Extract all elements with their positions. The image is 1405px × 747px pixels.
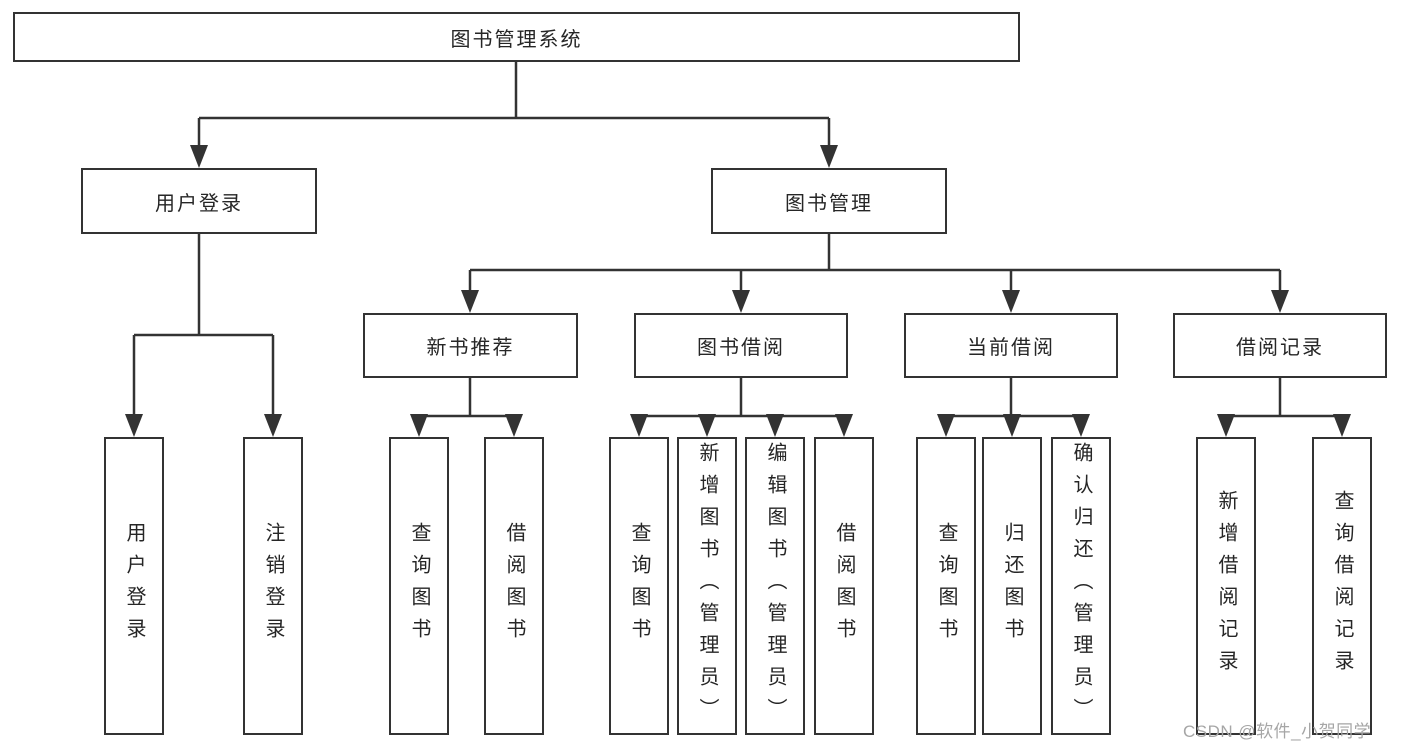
- leaf-borrow-books-recommend: 借阅图书: [484, 437, 544, 735]
- leaf-logout: 注销登录: [243, 437, 303, 735]
- leaf-query-borrow-record-label: 查询借阅记录: [1331, 490, 1353, 682]
- node-book-management-label: 图书管理: [785, 192, 873, 215]
- leaf-add-borrow-record-label: 新增借阅记录: [1215, 490, 1237, 682]
- leaf-user-login-label: 用户登录: [123, 522, 145, 650]
- node-user-login-label: 用户登录: [155, 192, 243, 215]
- node-book-management: 图书管理: [711, 168, 947, 234]
- leaf-confirm-return-admin: 确认归还（管理员）: [1051, 437, 1111, 735]
- node-borrow-records-label: 借阅记录: [1236, 337, 1324, 359]
- leaf-borrow-books-recommend-label: 借阅图书: [503, 522, 525, 650]
- leaf-edit-book-admin: 编辑图书（管理员）: [745, 437, 805, 735]
- leaf-confirm-return-admin-label: 确认归还（管理员）: [1070, 442, 1092, 730]
- leaf-logout-label: 注销登录: [262, 522, 284, 650]
- node-user-login: 用户登录: [81, 168, 317, 234]
- csdn-watermark: CSDN @软件_小贺同学: [1183, 722, 1372, 741]
- node-new-book-recommend: 新书推荐: [363, 313, 578, 378]
- node-new-book-recommend-label: 新书推荐: [426, 337, 515, 359]
- leaf-query-books-borrow-label: 查询图书: [628, 522, 650, 650]
- leaf-query-books-current: 查询图书: [916, 437, 976, 735]
- leaf-query-borrow-record: 查询借阅记录: [1312, 437, 1372, 735]
- node-root-label: 图书管理系统: [450, 28, 583, 51]
- node-book-borrow-label: 图书借阅: [697, 337, 785, 359]
- leaf-return-books: 归还图书: [982, 437, 1042, 735]
- leaf-query-books-current-label: 查询图书: [935, 522, 957, 650]
- leaf-borrow-books-borrow-label: 借阅图书: [833, 522, 855, 650]
- leaf-edit-book-admin-label: 编辑图书（管理员）: [764, 442, 786, 730]
- node-borrow-records: 借阅记录: [1173, 313, 1387, 378]
- leaf-add-borrow-record: 新增借阅记录: [1196, 437, 1256, 735]
- node-current-borrow: 当前借阅: [904, 313, 1118, 378]
- node-root: 图书管理系统: [13, 12, 1020, 62]
- leaf-add-book-admin: 新增图书（管理员）: [677, 437, 737, 735]
- leaf-user-login: 用户登录: [104, 437, 164, 735]
- node-current-borrow-label: 当前借阅: [967, 337, 1055, 359]
- leaf-borrow-books-borrow: 借阅图书: [814, 437, 874, 735]
- leaf-query-books-recommend-label: 查询图书: [408, 522, 430, 650]
- leaf-query-books-recommend: 查询图书: [389, 437, 449, 735]
- node-book-borrow: 图书借阅: [634, 313, 848, 378]
- leaf-query-books-borrow: 查询图书: [609, 437, 669, 735]
- leaf-add-book-admin-label: 新增图书（管理员）: [696, 442, 718, 730]
- leaf-return-books-label: 归还图书: [1001, 522, 1023, 650]
